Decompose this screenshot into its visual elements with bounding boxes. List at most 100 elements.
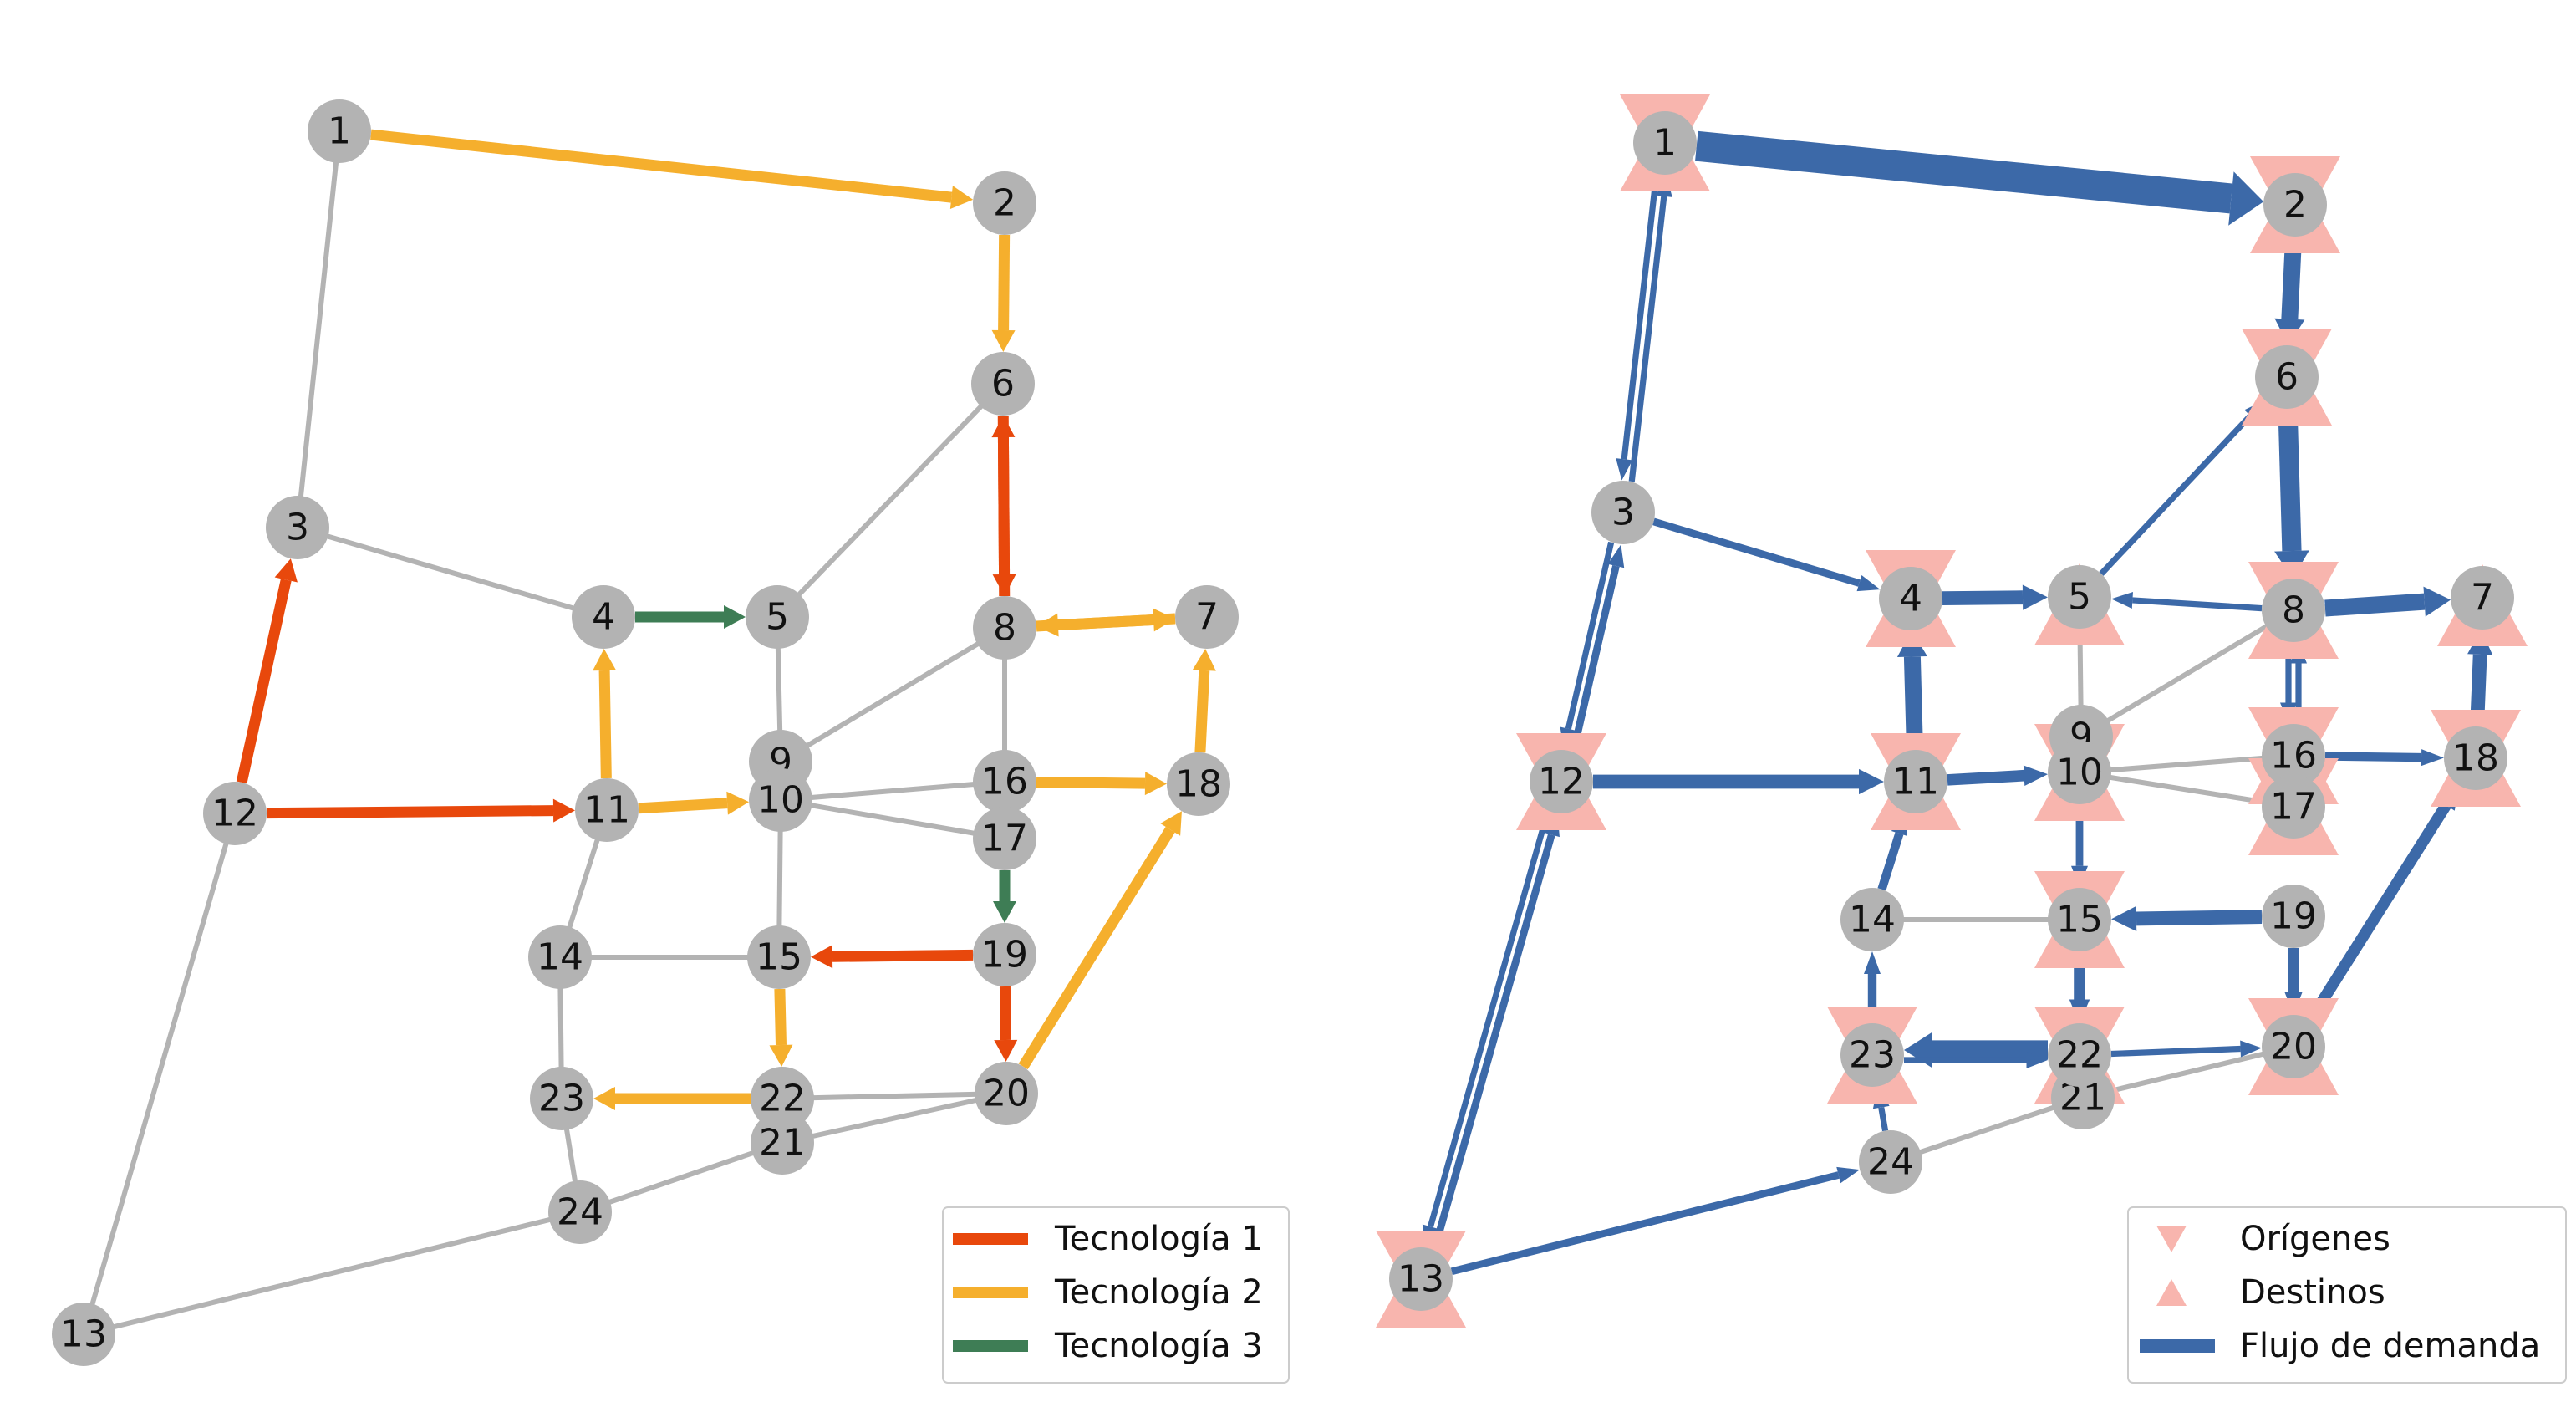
demand-arc-3-4 (1652, 517, 1881, 592)
demand-arc-11-10 (1947, 765, 2049, 786)
right-node-16: 16 (2262, 724, 2325, 788)
right-node-label-5: 5 (2068, 576, 2091, 619)
tech-arc-15-22 (769, 988, 793, 1068)
right-node-3: 3 (1591, 481, 1655, 544)
demand-arc-5-6 (2099, 400, 2265, 576)
demand-arc-8-5 (2110, 591, 2263, 612)
left-node-11: 11 (575, 778, 639, 842)
left-node-label-23: 23 (538, 1078, 585, 1120)
plain-edge-13-24 (83, 1210, 581, 1337)
left-node-18: 18 (1167, 752, 1230, 816)
demand-arc-4-5 (1942, 584, 2049, 610)
right-node-22: 22 (2048, 1023, 2111, 1087)
tech-arc-19-15 (810, 945, 974, 969)
left-node-12: 12 (203, 782, 267, 845)
legend-origin-marker (2156, 1226, 2187, 1252)
right-node-label-10: 10 (2056, 752, 2103, 794)
left-node-6: 6 (971, 352, 1035, 416)
tech-arc-18-7 (1192, 648, 1216, 753)
right-node-label-19: 19 (2270, 895, 2317, 938)
left-node-label-17: 17 (981, 818, 1028, 860)
plain-edge-21-20 (781, 1091, 1007, 1145)
right-node-label-2: 2 (2283, 184, 2307, 227)
demand-arc-22-20 (2110, 1040, 2263, 1058)
plain-edge-22-20 (781, 1091, 1007, 1101)
tech-arc-19-20 (994, 986, 1018, 1063)
right-node-label-15: 15 (2056, 899, 2103, 941)
right-node-label-22: 22 (2056, 1034, 2103, 1077)
left-node-label-13: 13 (60, 1313, 107, 1356)
demand-arc-6-8 (2274, 408, 2309, 579)
right-node-11: 11 (1884, 750, 1947, 813)
left-node-2: 2 (973, 171, 1036, 235)
legend-label-tech2: Tecnología 2 (1054, 1273, 1263, 1312)
legend-label-tech3: Tecnología 3 (1054, 1327, 1263, 1365)
left-node-label-15: 15 (756, 936, 802, 979)
demand-arc-12-3 (1570, 544, 1625, 753)
tech-arc-2-6 (991, 234, 1016, 353)
plain-edge-10-17 (780, 798, 1005, 841)
right-node-7: 7 (2451, 566, 2514, 630)
demand-arc-20-18 (2305, 785, 2459, 1023)
left-node-19: 19 (973, 923, 1036, 986)
right-node-8: 8 (2262, 579, 2325, 642)
plain-edge-21-20 (2082, 1044, 2294, 1100)
legend-label-tech1: Tecnología 1 (1054, 1220, 1263, 1258)
tech-arc-1-2 (370, 129, 974, 210)
left-node-17: 17 (973, 807, 1036, 870)
demand-arc-12-13 (1422, 809, 1551, 1247)
right-node-19: 19 (2262, 885, 2325, 948)
right-node-24: 24 (1859, 1130, 1922, 1194)
demand-arc-1-3 (1616, 173, 1660, 481)
right-node-label-11: 11 (1892, 761, 1939, 803)
left-node-7: 7 (1175, 585, 1239, 649)
left-node-label-6: 6 (991, 363, 1015, 405)
left-node-5: 5 (746, 585, 809, 649)
right-node-5: 5 (2048, 565, 2111, 629)
left-node-15: 15 (747, 925, 811, 989)
right-node-10: 10 (2048, 741, 2111, 804)
right-node-label-24: 24 (1867, 1141, 1914, 1184)
left-node-label-8: 8 (993, 607, 1016, 650)
tech-arc-17-19 (993, 870, 1016, 923)
demand-arc-12-11 (1593, 768, 1884, 795)
tech-arc-20-18 (1018, 811, 1182, 1070)
right-node-13: 13 (1389, 1247, 1453, 1311)
tech-arc-8-7 (1036, 608, 1176, 632)
left-node-13: 13 (52, 1303, 115, 1366)
demand-arc-11-4 (1896, 630, 1927, 751)
tech-arc-12-11 (266, 798, 576, 823)
demand-arc-8-7 (2324, 586, 2451, 617)
left-node-label-7: 7 (1195, 596, 1219, 639)
left-node-label-2: 2 (993, 182, 1016, 225)
right-node-15: 15 (2048, 888, 2111, 951)
right-node-label-12: 12 (1538, 761, 1585, 803)
right-node-label-8: 8 (2282, 589, 2305, 632)
right-node-label-23: 23 (1849, 1034, 1896, 1077)
left-node-22: 22 (751, 1067, 814, 1130)
tech-arc-11-4 (593, 648, 617, 779)
right-node-12: 12 (1530, 750, 1593, 813)
right-node-18: 18 (2444, 726, 2507, 790)
right-node-14: 14 (1840, 888, 1904, 951)
left-node-label-14: 14 (537, 936, 583, 979)
tech-arc-16-18 (1036, 772, 1168, 796)
legend-frame (942, 1206, 1290, 1384)
right-node-1: 1 (1633, 111, 1697, 175)
plain-edge-1-3 (295, 130, 342, 528)
demand-arc-3-12 (1560, 541, 1615, 750)
left-node-label-11: 11 (583, 789, 630, 832)
legend-label-demand-flow: Flujo de demanda (2240, 1327, 2540, 1365)
right-node-label-7: 7 (2471, 577, 2494, 619)
plain-edge-9-8 (2080, 608, 2295, 739)
legend-label-origins: Orígenes (2240, 1220, 2390, 1258)
left-node-label-20: 20 (983, 1073, 1030, 1115)
right-node-label-16: 16 (2270, 735, 2317, 777)
legend-destination-marker (2156, 1279, 2187, 1306)
right-node-label-1: 1 (1653, 122, 1677, 165)
demand-arc-23-22 (1904, 1052, 2048, 1068)
right-node-2: 2 (2263, 173, 2327, 237)
tech-arc-4-5 (635, 605, 746, 629)
technology-legend: Tecnología 1 Tecnología 2 Tecnología 3 (942, 1206, 1290, 1384)
left-node-3: 3 (266, 496, 329, 559)
